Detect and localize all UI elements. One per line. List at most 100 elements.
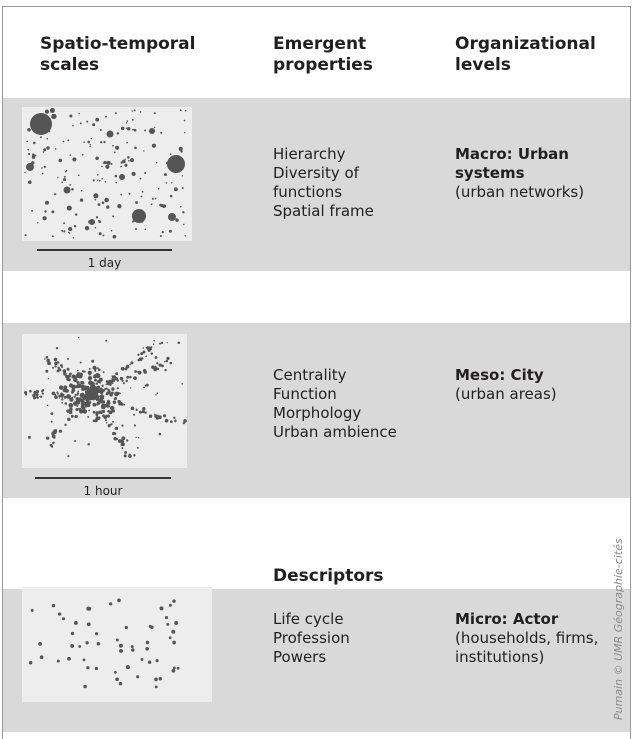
- settlement-dot: [111, 391, 114, 395]
- city-dot: [120, 126, 125, 131]
- settlement-dot: [121, 377, 124, 380]
- city-dot: [183, 223, 185, 226]
- settlement-dot: [177, 341, 181, 345]
- city-dot: [126, 120, 129, 122]
- settlement-dot: [99, 381, 102, 384]
- city-dot: [155, 161, 158, 164]
- settlement-dot: [61, 398, 64, 401]
- settlement-dot: [138, 410, 142, 414]
- header-properties: Emergent properties: [273, 34, 373, 75]
- settlement-dot: [77, 369, 79, 372]
- city-dot: [103, 140, 106, 144]
- city-dot: [62, 178, 67, 182]
- settlement-dot: [68, 410, 73, 415]
- city-dot: [24, 171, 26, 174]
- settlement-dot: [133, 413, 136, 416]
- city-dot: [112, 144, 114, 147]
- actor-dot: [57, 612, 62, 616]
- settlement-dot: [65, 390, 69, 393]
- settlement-dot: [110, 405, 115, 411]
- actor-dot: [94, 632, 99, 636]
- city-dot: [133, 109, 136, 112]
- settlement-dot: [58, 394, 62, 398]
- settlement-dot: [77, 336, 80, 339]
- settlement-dot: [84, 404, 88, 408]
- actor-dot: [145, 640, 150, 645]
- actor-dot: [73, 620, 78, 625]
- city-dot: [88, 220, 92, 224]
- settlement-dot: [47, 361, 51, 366]
- city-dot: [116, 132, 120, 135]
- actor-dot: [147, 660, 152, 664]
- settlement-dot: [121, 447, 124, 450]
- city-dot: [151, 197, 154, 200]
- city-dot: [78, 174, 80, 177]
- city-dot: [128, 192, 131, 195]
- actor-dot: [118, 681, 123, 686]
- settlement-dot: [91, 389, 95, 394]
- city-dot: [94, 227, 97, 229]
- settlement-dot: [70, 414, 74, 418]
- settlement-dot: [137, 358, 141, 362]
- settlement-dot: [120, 366, 125, 371]
- macro-dots-graphic: [24, 107, 187, 239]
- settlement-dot: [101, 384, 104, 387]
- meso-city-map: [22, 334, 187, 468]
- settlement-dot: [24, 391, 28, 395]
- settlement-dot: [74, 393, 77, 397]
- settlement-dot: [144, 384, 147, 387]
- city-dot: [41, 172, 44, 175]
- city-dot: [63, 230, 66, 233]
- city-dot: [169, 153, 172, 155]
- actor-dot: [159, 606, 164, 611]
- settlement-dot: [74, 414, 78, 418]
- city-dot: [140, 220, 144, 223]
- settlement-dot: [95, 382, 98, 385]
- settlement-dot: [158, 363, 162, 367]
- actor-dot: [155, 659, 159, 663]
- settlement-dot: [145, 347, 148, 349]
- city-dot: [63, 175, 66, 178]
- actor-dot: [117, 598, 121, 603]
- settlement-dot: [156, 392, 159, 394]
- actor-dot: [30, 608, 34, 612]
- actor-dot: [86, 622, 91, 627]
- city-dot: [96, 173, 99, 176]
- settlement-dot: [76, 392, 80, 395]
- settlement-dot: [68, 403, 74, 408]
- settlement-dot: [36, 396, 39, 399]
- settlement-dot: [126, 439, 129, 442]
- city-dot: [178, 146, 183, 151]
- settlement-dot: [93, 398, 95, 400]
- city-dot: [46, 137, 49, 140]
- actor-dot: [62, 617, 66, 621]
- macro-level: Macro: Urban systems (urban networks): [455, 145, 615, 202]
- city-dot: [26, 163, 34, 171]
- settlement-dot: [108, 379, 113, 384]
- city-dot: [105, 115, 107, 118]
- settlement-dot: [86, 397, 90, 402]
- settlement-dot: [113, 437, 117, 441]
- city-dot: [149, 128, 155, 134]
- meso-level: Meso: City (urban areas): [455, 366, 615, 404]
- city-dot: [51, 235, 54, 238]
- macro-urban-systems-map: [22, 107, 192, 241]
- settlement-dot: [154, 356, 158, 359]
- city-dot: [114, 112, 117, 115]
- actor-dot: [154, 677, 158, 682]
- settlement-dot: [95, 416, 100, 421]
- settlement-dot: [112, 420, 114, 423]
- actor-dot: [119, 648, 123, 653]
- settlement-dot: [104, 387, 107, 391]
- frame-top-border: [2, 6, 631, 7]
- property-item: Urban ambience: [273, 423, 397, 441]
- meso-properties: Centrality Function Morphology Urban amb…: [273, 366, 397, 442]
- property-item: Diversity of: [273, 164, 359, 182]
- settlement-dot: [89, 396, 93, 400]
- settlement-dot: [34, 397, 37, 399]
- settlement-dot: [89, 395, 92, 397]
- city-dot: [95, 117, 100, 122]
- city-dot: [180, 150, 183, 153]
- settlement-dot: [150, 346, 153, 349]
- city-dot: [103, 160, 107, 165]
